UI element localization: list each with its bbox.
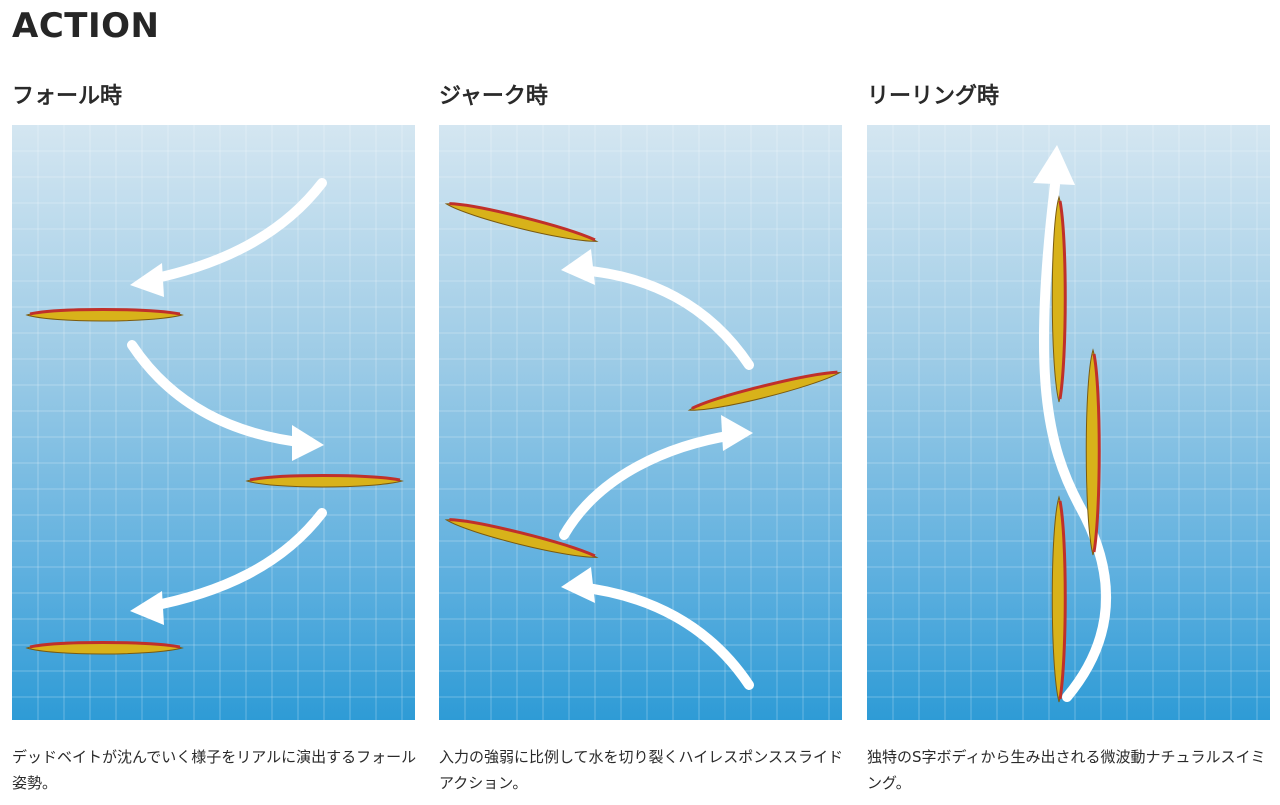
section-fall: フォール時 デッドベイトが沈んでいく様子をリア <box>12 0 417 805</box>
arrowhead-icon <box>292 425 324 461</box>
section-title: フォール時 <box>12 84 123 109</box>
section-caption: デッドベイトが沈んでいく様子をリアルに演出するフォール姿勢。 <box>12 748 417 792</box>
arrow-icon <box>142 508 327 612</box>
water-grid <box>867 125 1270 720</box>
lure-icon <box>1085 348 1101 556</box>
action-illustration-jerk <box>439 125 842 720</box>
arrowhead-icon <box>561 249 595 285</box>
page-title: ACTION <box>12 6 160 46</box>
section-caption: 入力の強弱に比例して水を切り裂くハイレスポンススライドアクション。 <box>439 748 843 792</box>
lure-icon <box>444 202 599 242</box>
lure-icon <box>1051 495 1067 703</box>
lure-icon <box>444 518 599 558</box>
arrow-icon <box>559 430 739 540</box>
arrowhead-icon <box>721 415 753 451</box>
arrowhead-icon <box>561 567 595 603</box>
arrowhead-icon <box>1033 145 1075 185</box>
lure-icon <box>25 641 184 655</box>
arrow-icon <box>574 582 754 690</box>
arrow-icon <box>127 340 312 448</box>
section-title: リーリング時 <box>867 84 1000 109</box>
arrow-icon <box>574 265 754 370</box>
water-grid <box>12 125 415 720</box>
action-illustration-fall <box>12 125 415 720</box>
jerk-diagram <box>439 125 842 720</box>
arrowhead-icon <box>130 591 164 625</box>
arrow-icon <box>142 178 327 285</box>
lure-icon <box>1051 195 1067 403</box>
section-caption: 独特のS字ボディから生み出される微波動ナチュラルスイミング。 <box>867 748 1266 792</box>
section-jerk: ジャーク時 入力の強弱に比例して水を切り裂くハ <box>439 0 843 805</box>
section-title: ジャーク時 <box>439 84 548 109</box>
arrow-icon <box>1038 180 1112 702</box>
fall-diagram <box>12 125 415 720</box>
arrowhead-icon <box>130 263 164 297</box>
action-illustration-reeling <box>867 125 1270 720</box>
lure-icon <box>25 308 184 322</box>
reeling-diagram <box>867 125 1270 720</box>
lure-icon <box>687 370 842 411</box>
section-reeling: リーリング時 独特のS字ボディから生み出される微波動ナチュラルスイミング。 <box>867 0 1270 805</box>
lure-icon <box>245 474 404 488</box>
water-grid <box>439 125 842 720</box>
